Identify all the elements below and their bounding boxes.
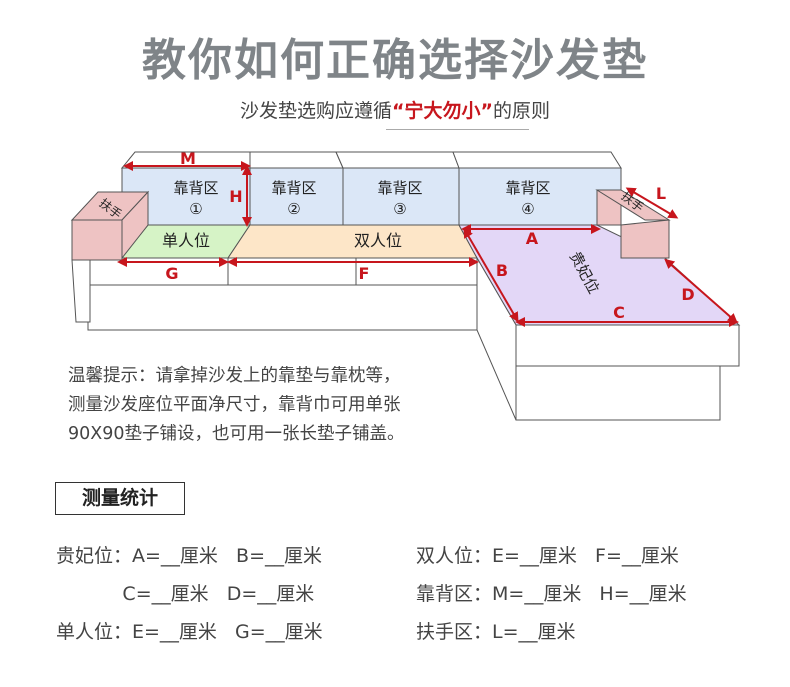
stats-row-3-left: 单人位：E=__厘米 G=__厘米 — [56, 621, 323, 643]
back-zone-1-number: ① — [189, 200, 202, 218]
back-zone-3-label: 靠背区 — [377, 179, 422, 197]
left-armrest-front — [71, 219, 123, 261]
stats-heading: 测量统计 — [55, 482, 185, 515]
back-zone-4-number: ④ — [521, 200, 534, 218]
back-zone-2-number: ② — [287, 200, 300, 218]
dim-M: M — [180, 149, 196, 168]
tip-text: 温馨提示：请拿掉沙发上的靠垫与靠枕等， 测量沙发座位平面净尺寸，靠背巾可用单张 … — [68, 366, 405, 444]
stats-row-2-right: 靠背区：M=__厘米 H=__厘米 — [416, 583, 687, 605]
stats-row-1-right: 双人位：E=__厘米 F=__厘米 — [416, 545, 679, 567]
page-title: 教你如何正确选择沙发垫 — [142, 35, 648, 86]
back-zone-1-label: 靠背区 — [173, 179, 218, 197]
subtitle: 沙发垫选购应遵循“宁大勿小”的原则 — [0, 96, 790, 123]
sofa-base — [87, 284, 478, 331]
left-armrest-lower — [71, 259, 91, 323]
back-zone-2-label: 靠背区 — [271, 179, 316, 197]
dim-B: B — [496, 261, 508, 280]
left-armrest-side — [121, 190, 149, 260]
dim-A: A — [526, 229, 539, 248]
back-top-4 — [452, 151, 622, 169]
back-zone-3-number: ③ — [393, 200, 406, 218]
subtitle-suffix: 的原则 — [492, 100, 550, 122]
dim-line-L — [625, 187, 679, 219]
back-top-3 — [335, 151, 460, 169]
stats-row-3-right: 扶手区：L=__厘米 — [416, 621, 576, 643]
subtitle-highlight: “宁大勿小” — [392, 100, 493, 122]
dim-H: H — [229, 187, 242, 206]
dim-G: G — [165, 264, 178, 283]
double-seat-area — [227, 224, 478, 259]
dim-D: D — [681, 285, 694, 304]
stats-row-2-left: C=__厘米 D=__厘米 — [56, 583, 315, 605]
back-top-2 — [249, 151, 344, 169]
double-seat-label: 双人位 — [354, 231, 402, 250]
chaise-front — [515, 324, 740, 367]
dim-line-B — [463, 227, 519, 323]
dim-C: C — [613, 303, 625, 322]
back-zone-4-label: 靠背区 — [505, 179, 550, 197]
stats-row-1-left: 贵妃位：A=__厘米 B=__厘米 — [56, 545, 322, 567]
dim-line-D — [664, 258, 738, 324]
back-zone-2 — [249, 167, 344, 226]
subtitle-prefix: 沙发垫选购应遵循 — [239, 100, 392, 122]
dim-F: F — [359, 264, 370, 283]
dim-L: L — [656, 184, 666, 203]
single-seat-label: 单人位 — [162, 231, 210, 250]
chaise-base — [515, 365, 721, 421]
subtitle-underline — [386, 129, 529, 130]
right-armrest-front — [620, 219, 670, 259]
